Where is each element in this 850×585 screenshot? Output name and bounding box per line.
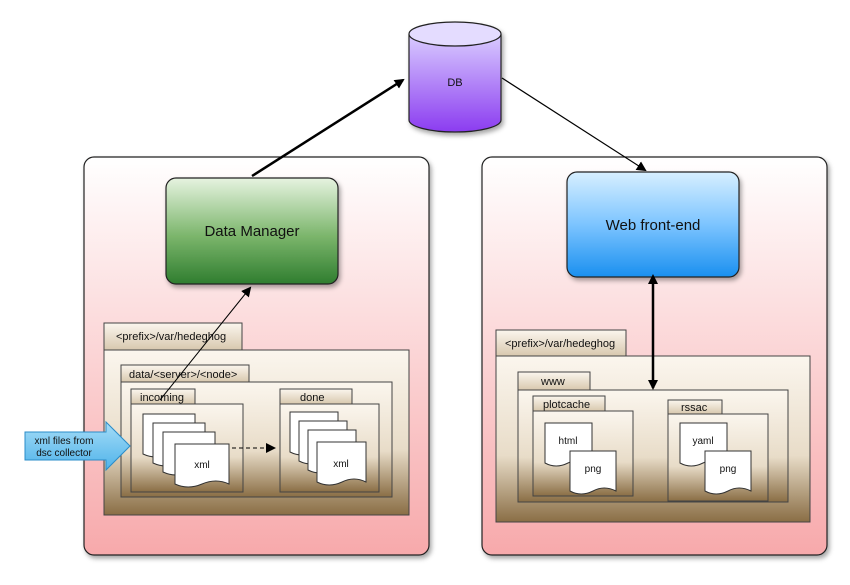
db-cylinder xyxy=(408,21,502,133)
node-folder-label: data/<server>/<node> xyxy=(129,369,237,381)
rssac-documents xyxy=(679,422,752,495)
input-arrow: xml files from dsc collector xyxy=(24,420,131,472)
plotcache-documents xyxy=(544,422,617,495)
rssac-file-png: png xyxy=(720,464,737,475)
web-frontend-node: Web front-end xyxy=(566,171,740,278)
rssac-folder-label: rssac xyxy=(681,402,708,414)
input-arrow-line1: xml files from xyxy=(35,436,94,447)
incoming-document-stack xyxy=(142,413,230,488)
done-folder-label: done xyxy=(300,392,324,404)
left-prefix-folder-label: <prefix>/var/hedeghog xyxy=(116,331,226,343)
incoming-file-label: xml xyxy=(194,460,210,471)
www-folder-label: www xyxy=(540,376,565,388)
plotcache-folder-label: plotcache xyxy=(543,399,590,411)
left-server: Data Manager <prefix>/var/hedeghog data/… xyxy=(83,156,430,556)
db-label: DB xyxy=(447,77,462,89)
web-frontend-label: Web front-end xyxy=(606,217,701,234)
done-file-label: xml xyxy=(333,459,349,470)
data-manager-label: Data Manager xyxy=(204,223,299,240)
db-to-web-frontend-arrow xyxy=(501,77,647,172)
right-prefix-folder-label: <prefix>/var/hedeghog xyxy=(505,338,615,350)
data-manager-to-db-arrow xyxy=(251,78,405,178)
plotcache-file-png: png xyxy=(585,464,602,475)
rssac-file-yaml: yaml xyxy=(692,436,713,447)
done-document-stack xyxy=(289,411,367,486)
incoming-to-data-manager-arrow xyxy=(159,286,252,401)
plotcache-file-html: html xyxy=(559,436,578,447)
data-manager-node: Data Manager xyxy=(165,177,339,285)
input-arrow-line2: dsc collector xyxy=(36,448,92,459)
right-server: Web front-end <prefix>/var/hedeghog www … xyxy=(481,156,828,556)
